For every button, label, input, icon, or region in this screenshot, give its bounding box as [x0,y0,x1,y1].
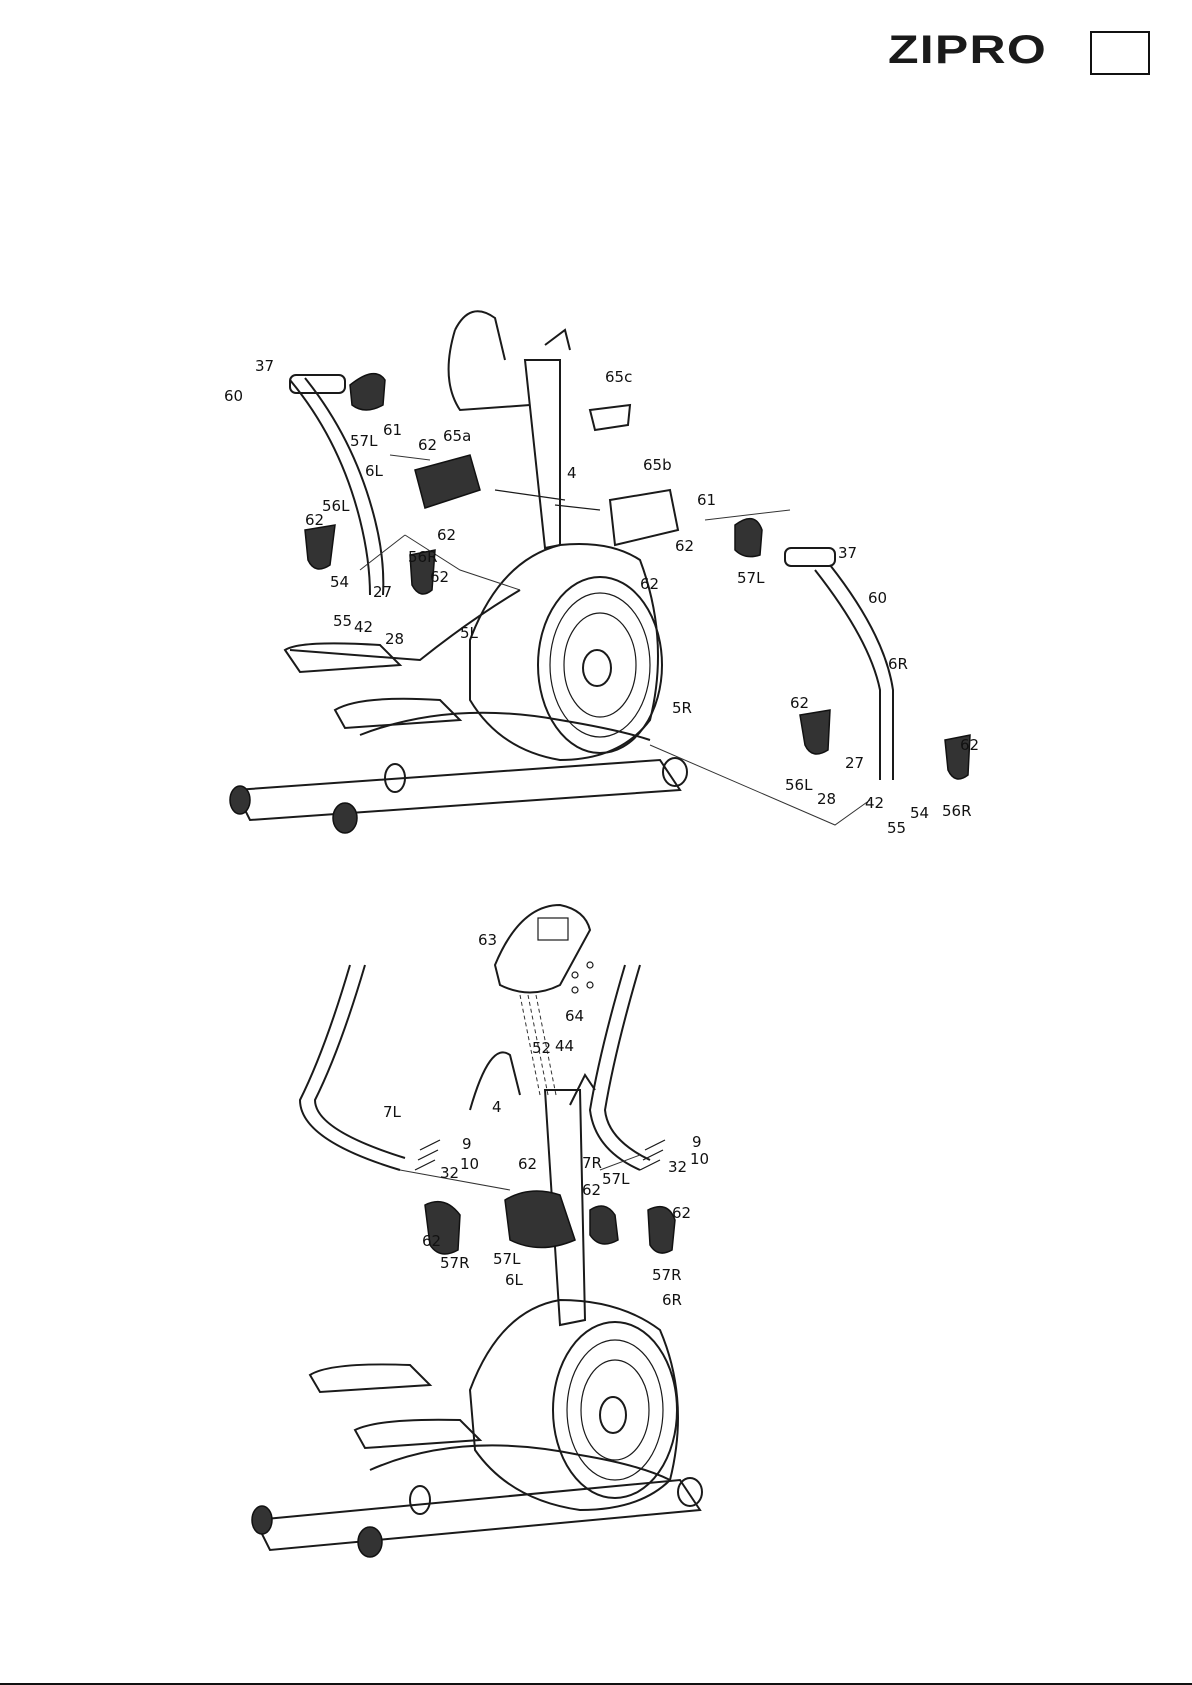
label-60b: 60 [868,589,887,607]
label-56r: 56R [408,548,438,566]
label-57r: 57R [440,1254,470,1272]
label-61: 61 [383,421,402,439]
label-54: 54 [330,573,349,591]
label-7r: 7R [582,1154,602,1172]
label-65c: 65c [605,368,632,386]
label-4: 4 [567,464,577,482]
label-32b: 32 [668,1158,687,1176]
label-62f: 62 [430,568,449,586]
label-10: 10 [460,1155,479,1173]
label-62d: 62 [675,537,694,555]
label-63: 63 [478,931,497,949]
label-37b: 37 [838,544,857,562]
label-27b: 27 [845,754,864,772]
label-60: 60 [224,387,243,405]
label-6l: 6L [365,462,384,480]
label-9b: 9 [692,1133,702,1151]
label-37: 37 [255,357,274,375]
label-62h: 62 [960,736,979,754]
label-64: 64 [565,1007,584,1025]
label-7l: 7L [383,1103,402,1121]
label-32: 32 [440,1164,459,1182]
page-number-box [1090,31,1150,75]
label-44: 44 [555,1037,574,1055]
label-4: 4 [492,1098,502,1116]
label-10b: 10 [690,1150,709,1168]
label-57l-b: 57L [493,1250,521,1268]
label-65a: 65a [443,427,471,445]
label-57l-b: 57L [737,569,765,587]
label-62c: 62 [672,1204,691,1222]
label-62: 62 [418,436,437,454]
label-57r-b: 57R [652,1266,682,1284]
label-5l: 5L [460,624,479,642]
label-62c: 62 [437,526,456,544]
label-6r: 6R [662,1291,682,1309]
label-56l-b: 56L [785,776,813,794]
label-62d: 62 [422,1232,441,1250]
page-header: ZIPRO [0,0,1192,110]
exploded-diagram-top: 37 60 57L 61 62 65a 6L 4 65c 65b 61 56L … [0,290,1192,850]
label-62: 62 [518,1155,537,1173]
label-42: 42 [354,618,373,636]
label-61b: 61 [697,491,716,509]
label-62b: 62 [305,511,324,529]
label-6l: 6L [505,1271,524,1289]
label-62e: 62 [640,575,659,593]
label-62b: 62 [582,1181,601,1199]
label-57l: 57L [350,432,378,450]
elliptical-trainer-drawing-bottom [252,905,702,1557]
label-55b: 55 [887,819,906,837]
label-5r: 5R [672,699,692,717]
label-54b: 54 [910,804,929,822]
label-56r-b: 56R [942,802,972,820]
label-56l: 56L [322,497,350,515]
label-62g: 62 [790,694,809,712]
label-55: 55 [333,612,352,630]
label-28: 28 [385,630,404,648]
label-9: 9 [462,1135,472,1153]
label-52: 52 [532,1039,551,1057]
label-65b: 65b [643,456,672,474]
label-28b: 28 [817,790,836,808]
label-42b: 42 [865,794,884,812]
exploded-diagram-bottom: 63 64 52 44 4 7L 9 10 32 62 7R 62 57L 9 … [0,900,1192,1600]
brand-logo: ZIPRO [888,28,1047,73]
label-27: 27 [373,583,392,601]
label-57l: 57L [602,1170,630,1188]
label-6r: 6R [888,655,908,673]
